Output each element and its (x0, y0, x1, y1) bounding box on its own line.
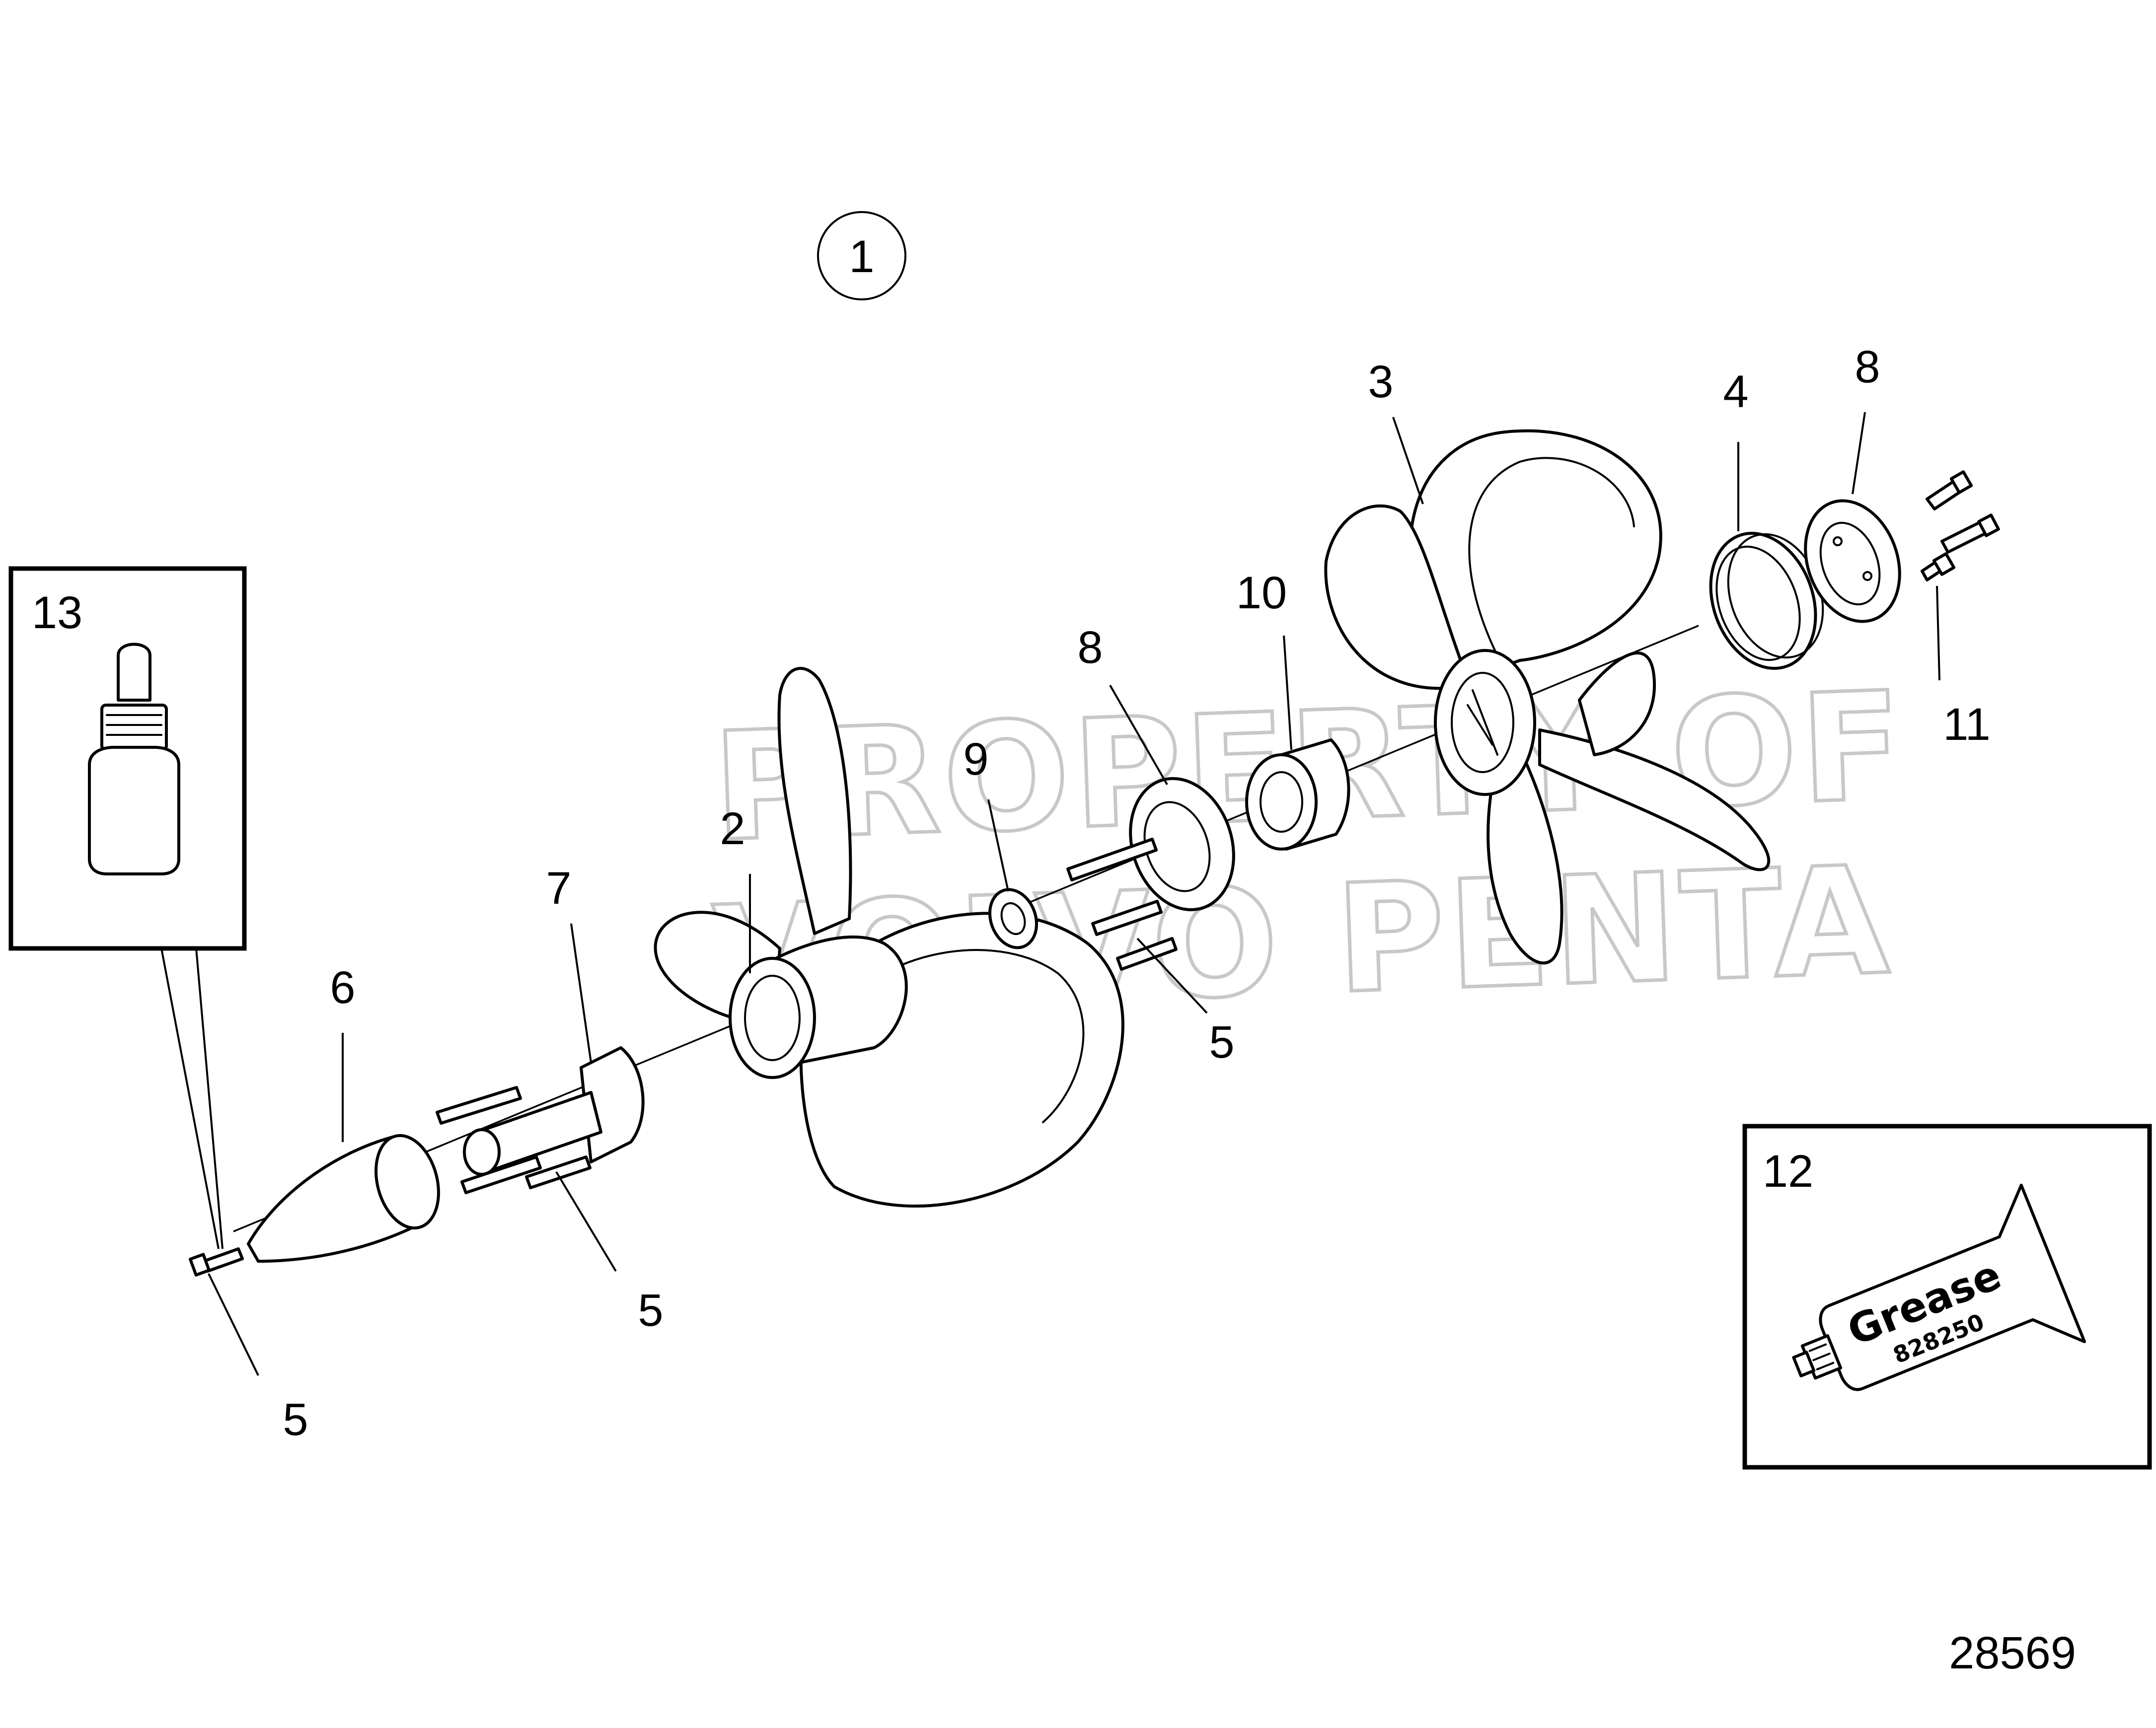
callout-5-lower: 5 (638, 1285, 663, 1336)
propeller-4-blade-icon (1324, 429, 1771, 965)
callout-5-middle: 5 (1209, 1017, 1234, 1068)
lock-ring-front-part-8 (1129, 777, 1235, 912)
callout-7: 7 (546, 863, 571, 914)
callout-5-cone: 5 (283, 1394, 308, 1445)
figure-number: 28569 (1949, 1628, 2076, 1678)
washer-part-9 (988, 888, 1039, 949)
assembly-callout: 1 (817, 211, 906, 300)
thread-locker-bottle-icon (88, 643, 180, 875)
screws-lower-part-5 (436, 1086, 592, 1194)
callout-8-front: 8 (1077, 622, 1103, 673)
assembly-callout-number: 1 (849, 231, 874, 282)
ring-part-4 (1709, 532, 1824, 670)
screws-part-11 (1921, 470, 2000, 581)
callout-11: 11 (1943, 699, 1991, 750)
callout-12: 12 (1763, 1146, 1813, 1197)
grease-box: 12 Grease 828250 (1742, 1124, 2152, 1470)
hub-nut-part-10 (1245, 738, 1350, 851)
propeller-cone-icon (247, 1134, 440, 1263)
callout-2: 2 (720, 803, 745, 854)
watermark: PROPERTY OF VOLVO PENTA (709, 658, 1910, 1050)
hub-adapter-part-7 (463, 1046, 645, 1176)
cone-screw-part-5 (189, 1247, 244, 1277)
lock-ring-rear-part-8 (1804, 499, 1901, 623)
callout-9: 9 (963, 734, 988, 785)
callout-8-rear: 8 (1855, 342, 1880, 392)
screws-middle-part-5 (1066, 838, 1178, 971)
leader-lines (160, 412, 1940, 1376)
callout-13: 13 (32, 587, 82, 638)
callout-3: 3 (1368, 357, 1393, 407)
propeller-3-blade-icon (654, 667, 1124, 1208)
callout-4: 4 (1723, 366, 1748, 417)
thread-locker-box: 13 (8, 566, 247, 951)
callout-10: 10 (1236, 568, 1287, 618)
callout-6: 6 (330, 962, 355, 1013)
